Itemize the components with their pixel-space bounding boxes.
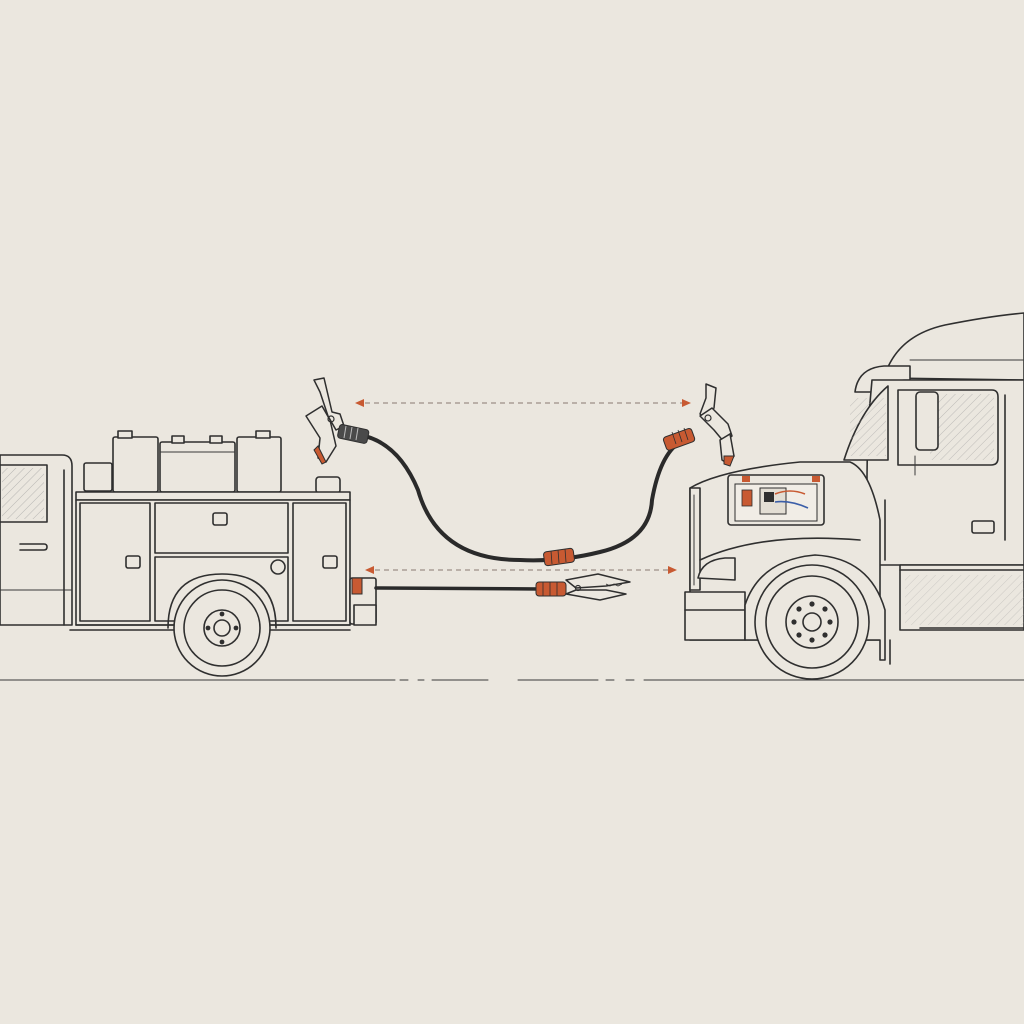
service-truck-wheel	[167, 573, 277, 677]
alligator-clamp-icon	[305, 377, 370, 465]
semi-truck-cab	[843, 379, 1024, 566]
upper-cable	[358, 433, 682, 563]
jumper-cables	[305, 377, 735, 601]
semi-truck-skirt	[899, 564, 1024, 631]
semi-truck-battery-box	[727, 474, 825, 526]
alligator-clamp-icon	[535, 573, 631, 601]
semi-truck	[684, 312, 1024, 680]
alligator-clamp-icon	[662, 383, 735, 467]
service-truck-cab	[0, 454, 73, 626]
lower-cable	[374, 586, 542, 591]
service-truck	[0, 430, 377, 677]
cable-sleeve	[543, 547, 575, 567]
service-truck-rear	[349, 577, 377, 626]
service-truck-batteries	[83, 430, 341, 494]
semi-truck-wheel	[744, 554, 891, 680]
